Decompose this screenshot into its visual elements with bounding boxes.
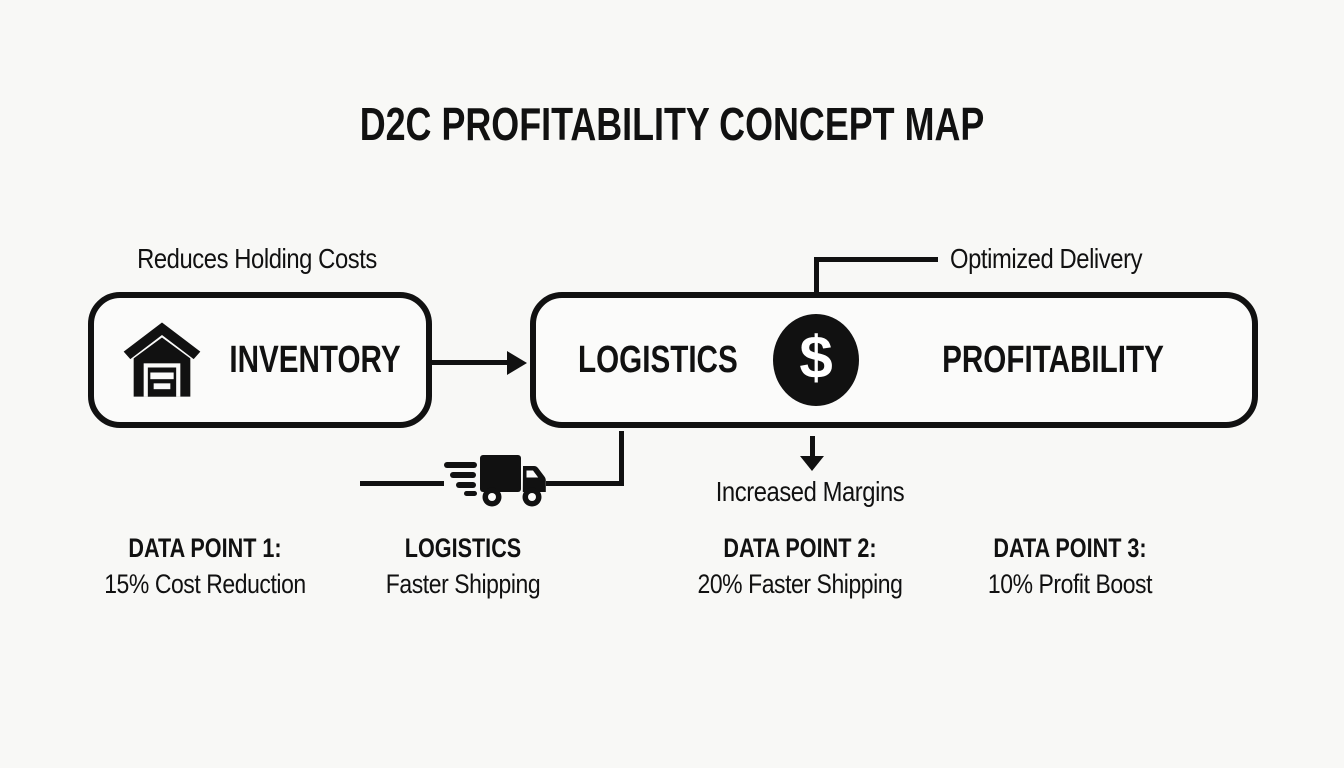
inventory-label: INVENTORY xyxy=(229,339,401,381)
footnote-data-point-3: DATA POINT 3: 10% Profit Boost xyxy=(920,530,1220,602)
warehouse-icon xyxy=(120,320,204,400)
truck-connector-vertical xyxy=(619,431,624,486)
optimized-delivery-bracket-horizontal xyxy=(814,257,938,262)
truck-connector-right-horizontal xyxy=(546,481,624,486)
arrow-down-head-icon xyxy=(800,456,824,471)
logistics-label: LOGISTICS xyxy=(578,339,738,381)
dollar-icon: $ xyxy=(773,314,859,406)
arrow-right-head-icon xyxy=(507,351,527,375)
footnote-data-point-2: DATA POINT 2: 20% Faster Shipping xyxy=(650,530,950,602)
truck-connector-left-horizontal xyxy=(360,481,444,486)
footnote-logistics: LOGISTICS Faster Shipping xyxy=(313,530,613,602)
footnote-heading: DATA POINT 3: xyxy=(993,533,1147,563)
optimized-delivery-bracket-vertical xyxy=(814,258,819,294)
footnote-detail: 15% Cost Reduction xyxy=(104,569,306,599)
annotation-increased-margins: Increased Margins xyxy=(715,476,905,507)
increased-margins-arrow-line xyxy=(810,436,815,458)
inventory-node: INVENTORY xyxy=(88,292,432,428)
annotation-optimized-delivery: Optimized Delivery xyxy=(950,243,1143,274)
footnote-detail: 20% Faster Shipping xyxy=(697,569,903,599)
logistics-profitability-node: LOGISTICS $ PROFITABILITY xyxy=(530,292,1258,428)
footnote-detail: Faster Shipping xyxy=(385,569,541,599)
page-title: D2C PROFITABILITY CONCEPT MAP xyxy=(359,98,985,150)
footnote-heading: LOGISTICS xyxy=(404,533,522,563)
footnote-detail: 10% Profit Boost xyxy=(987,569,1153,599)
dollar-symbol: $ xyxy=(799,324,833,391)
profitability-label: PROFITABILITY xyxy=(942,339,1164,381)
delivery-truck-icon xyxy=(444,450,548,508)
arrow-inventory-to-logistics-line xyxy=(432,360,510,365)
footnote-data-point-1: DATA POINT 1: 15% Cost Reduction xyxy=(55,530,355,602)
footnote-heading: DATA POINT 1: xyxy=(128,533,282,563)
footnote-heading: DATA POINT 2: xyxy=(723,533,877,563)
annotation-reduces-holding-costs: Reduces Holding Costs xyxy=(137,243,377,274)
